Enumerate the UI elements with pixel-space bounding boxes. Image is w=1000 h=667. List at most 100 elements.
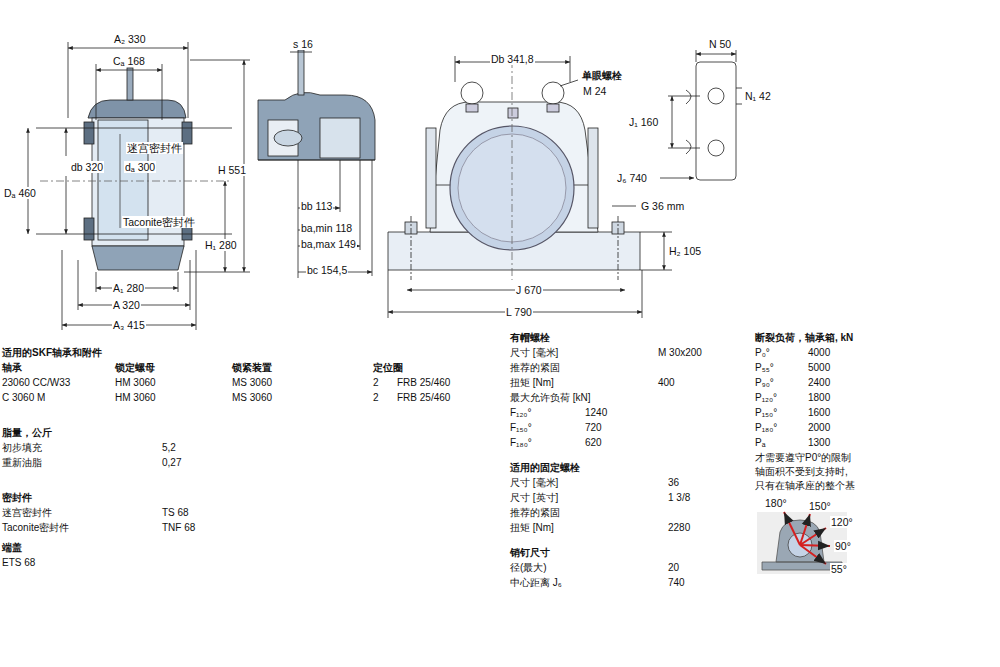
table-cell: 20: [668, 562, 679, 574]
table-heading: 锁紧装置: [232, 362, 272, 374]
dimension-label: 180°: [764, 497, 788, 509]
table-cell: 最大允许负荷 [kN]: [510, 392, 591, 404]
dimension-label: J₁ 160: [628, 116, 659, 128]
table-cell: 尺寸 [毫米]: [510, 347, 558, 359]
dimension-label: A 320: [112, 299, 141, 311]
table-cell: HM 3060: [115, 392, 156, 404]
table-heading: 端盖: [2, 542, 22, 554]
table-cell: FRB 25/460: [397, 377, 450, 389]
table-heading: 适用的SKF轴承和附件: [2, 347, 102, 359]
table-cell: F₁₈₀°: [510, 437, 532, 449]
table-cell: M 30x200: [658, 347, 702, 359]
dimension-label: Dₐ 460: [3, 187, 37, 199]
table-cell: 1 3/8: [668, 492, 690, 504]
table-cell: 2000: [808, 422, 830, 434]
table-heading: 断裂负荷，轴承箱, kN: [755, 332, 853, 344]
dimension-label: N 50: [708, 38, 732, 50]
table-cell: 推荐的紧固: [510, 507, 560, 519]
table-heading: 单眼螺栓: [582, 70, 622, 82]
dimension-label: Cₐ 168: [112, 55, 146, 67]
dimension-label: 120°: [830, 516, 854, 528]
table-cell: ETS 68: [2, 557, 35, 569]
table-heading: 有帽螺栓: [510, 332, 550, 344]
dimension-label: bb 113: [300, 200, 333, 212]
dimension-label: H 551: [217, 164, 247, 176]
dimension-label: 55°: [830, 563, 848, 575]
table-cell: P₀°: [755, 347, 770, 359]
table-cell: 1300: [808, 437, 830, 449]
table-cell: 推荐的紧固: [510, 362, 560, 374]
table-cell: P₁₂₀°: [755, 392, 777, 404]
table-cell: 1600: [808, 407, 830, 419]
table-cell: 扭矩 [Nm]: [510, 377, 554, 389]
table-cell: TS 68: [162, 507, 189, 519]
table-cell: 1800: [808, 392, 830, 404]
table-cell: F₁₅₀°: [510, 422, 532, 434]
table-cell: MS 3060: [232, 377, 272, 389]
dimension-label: J₆ 740: [616, 172, 648, 184]
dimension-label: Taconite密封件: [122, 216, 196, 228]
dimension-label: M 24: [582, 85, 607, 97]
table-heading: 适用的固定螺栓: [510, 462, 580, 474]
table-cell: 2400: [808, 377, 830, 389]
table-heading: 轴承: [2, 362, 22, 374]
table-cell: HM 3060: [115, 377, 156, 389]
dimension-label: A₃ 415: [112, 319, 146, 331]
table-cell: 2280: [668, 522, 690, 534]
dimension-label: H₂ 105: [668, 245, 702, 257]
table-cell: 重新油脂: [2, 457, 42, 469]
table-cell: Taconite密封件: [2, 522, 69, 534]
table-cell: 720: [585, 422, 602, 434]
table-heading: 密封件: [2, 492, 32, 504]
dimension-label: 90°: [834, 540, 852, 552]
dimension-label: 迷宫密封件: [126, 142, 183, 154]
table-cell: 初步填充: [2, 442, 42, 454]
table-cell: P₉₀°: [755, 377, 774, 389]
table-heading: 锁定螺母: [115, 362, 155, 374]
dimension-label: Db 341,8: [490, 53, 535, 65]
table-cell: 才需要遵守P0°的限制: [755, 452, 851, 464]
table-cell: 23060 CC/W33: [2, 377, 70, 389]
table-heading: 脂量，公斤: [2, 427, 52, 439]
dimension-label: dₐ 300: [124, 161, 156, 173]
table-cell: 0,27: [162, 457, 181, 469]
dimension-label: db 320: [70, 161, 104, 173]
dimension-label: L 790: [505, 306, 533, 318]
table-cell: 中心距离 J₆: [510, 577, 562, 589]
table-cell: FRB 25/460: [397, 392, 450, 404]
table-heading: 销钉尺寸: [510, 547, 550, 559]
table-cell: 5000: [808, 362, 830, 374]
dimension-label: H₁ 280: [204, 239, 238, 251]
table-cell: 620: [585, 437, 602, 449]
table-cell: 5,2: [162, 442, 176, 454]
table-cell: P₁₅₀°: [755, 407, 777, 419]
table-cell: 2: [373, 392, 379, 404]
table-cell: 轴面积不受到支持时,: [755, 466, 848, 478]
dimension-label: 150°: [808, 500, 832, 512]
table-cell: TNF 68: [162, 522, 195, 534]
table-cell: 1240: [585, 407, 607, 419]
table-cell: MS 3060: [232, 392, 272, 404]
table-cell: 只有在轴承座的整个基: [755, 480, 855, 492]
table-cell: 4000: [808, 347, 830, 359]
table-cell: 尺寸 [毫米]: [510, 477, 558, 489]
dimension-label: J 670: [515, 284, 543, 296]
table-cell: 径(最大): [510, 562, 547, 574]
dimension-label: G 36 mm: [640, 200, 685, 212]
dimension-label: ba,max 149: [300, 238, 357, 250]
table-cell: 2: [373, 377, 379, 389]
dimension-label: N₁ 42: [744, 90, 772, 102]
table-cell: C 3060 M: [2, 392, 45, 404]
table-cell: P₅₅°: [755, 362, 774, 374]
table-heading: 定位圈: [373, 362, 403, 374]
table-cell: P₁₈₀°: [755, 422, 777, 434]
table-cell: 迷宫密封件: [2, 507, 52, 519]
table-cell: 36: [668, 477, 679, 489]
table-cell: 740: [668, 577, 685, 589]
dimension-label: ba,min 118: [300, 222, 353, 234]
table-cell: F₁₂₀°: [510, 407, 532, 419]
table-cell: 400: [658, 377, 675, 389]
dimension-label: bc 154,5: [306, 264, 348, 276]
table-cell: 尺寸 [英寸]: [510, 492, 558, 504]
